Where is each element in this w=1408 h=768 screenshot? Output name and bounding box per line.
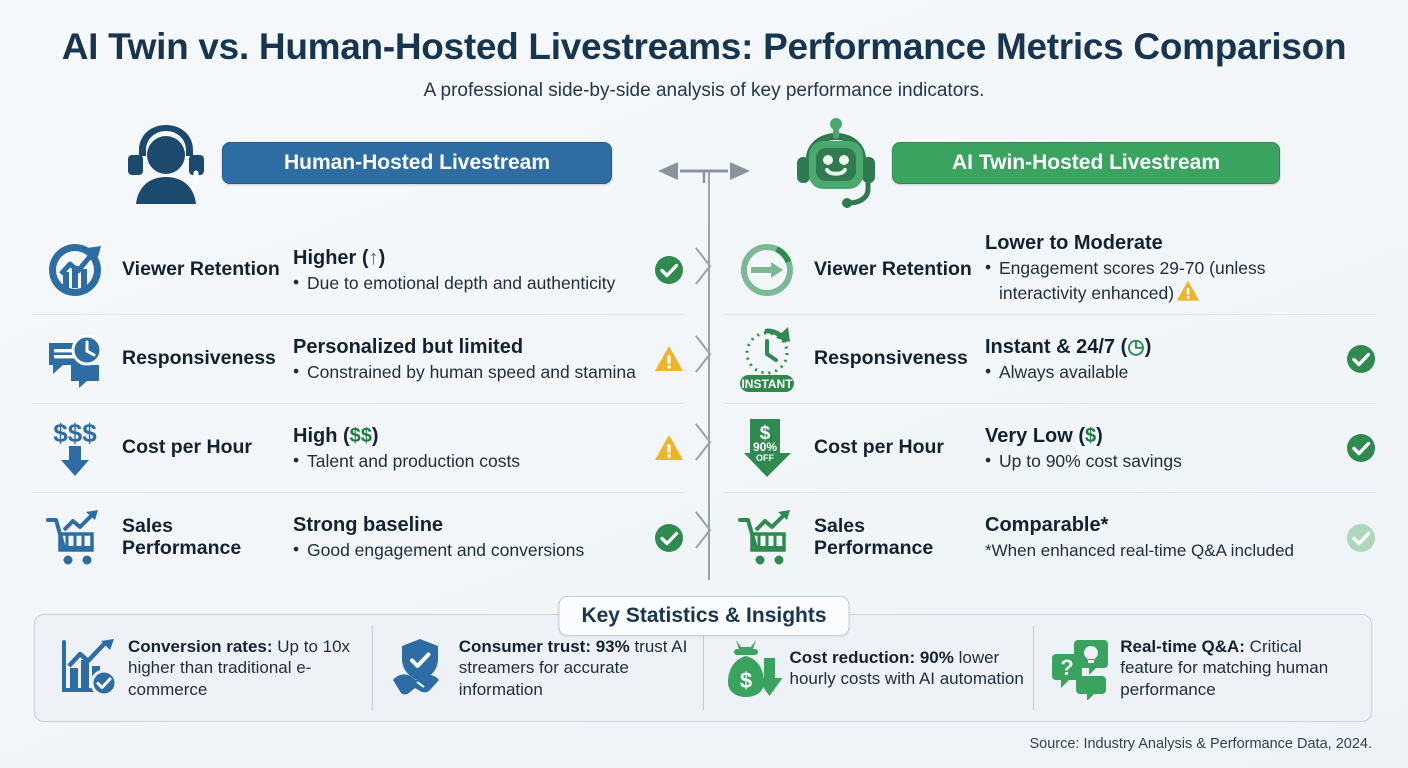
table-row: INSTANT Responsiveness Instant & 24/7 (◷… — [724, 315, 1376, 404]
status-badge-warning — [654, 433, 684, 463]
up-arrow-glyph: ↑ — [368, 246, 379, 269]
human-metrics-panel: Viewer Retention Higher (↑) Due to emoti… — [32, 226, 684, 582]
metric-label: Sales Performance — [122, 514, 242, 559]
money-glyph: $ — [1085, 424, 1097, 447]
clock-glyph: ◷ — [1127, 335, 1145, 358]
svg-text:OFF: OFF — [756, 453, 774, 463]
money-bag-down-icon: $ — [712, 632, 790, 704]
discount-dollar-arrow-icon: $ 90% OFF — [724, 412, 810, 484]
metric-bullet: Up to 90% cost savings — [985, 450, 1318, 472]
table-row: Sales Performance Comparable* *When enha… — [724, 493, 1376, 582]
table-row: Viewer Retention Lower to Moderate Engag… — [724, 226, 1376, 315]
stat-bold: Conversion rates: — [128, 637, 273, 657]
metric-bullet: Due to emotional depth and authenticity — [293, 272, 644, 294]
robot-headset-icon — [780, 118, 892, 208]
table-row: $$$ Cost per Hour High ($$) Talent and p… — [32, 404, 684, 493]
svg-text:$: $ — [739, 668, 751, 693]
shopping-cart-growth-icon — [32, 502, 118, 574]
headset-person-icon — [110, 125, 222, 204]
svg-text:90%: 90% — [753, 440, 777, 454]
dollar-down-arrow-icon: $$$ — [32, 412, 118, 484]
list-item: Consumer trust: 93% trust AI streamers f… — [371, 626, 703, 710]
metric-label: Responsiveness — [122, 347, 276, 370]
page-subtitle: A professional side-by-side analysis of … — [423, 80, 985, 101]
status-badge-warning — [654, 344, 684, 374]
instant-clock-icon: INSTANT — [724, 323, 810, 395]
metric-headline: Instant & 24/7 (◷) — [985, 335, 1152, 358]
stat-bold: Real-time Q&A: — [1120, 637, 1245, 657]
ring-arrow-icon — [724, 234, 810, 306]
metric-bullet: Good engagement and conversions — [293, 539, 644, 561]
source-note: Source: Industry Analysis & Performance … — [1029, 736, 1372, 752]
stat-text: Cost reduction: 90% lower hourly costs w… — [790, 647, 1026, 689]
svg-text:$: $ — [760, 423, 771, 444]
table-row: $ 90% OFF Cost per Hour Very Low ($) Up … — [724, 404, 1376, 493]
metric-bullet: Talent and production costs — [293, 450, 644, 472]
status-badge-check — [1346, 433, 1376, 463]
bar-chart-check-icon — [50, 632, 128, 704]
stat-rest: Up to 10x higher than traditional e-comm… — [128, 637, 351, 699]
stat-bold: Cost reduction: 90% — [789, 647, 954, 667]
badge-ai-hosted[interactable]: AI Twin-Hosted Livestream — [892, 142, 1280, 184]
list-item: Conversion rates: Up to 10x higher than … — [42, 626, 372, 710]
row-chevrons — [695, 247, 712, 549]
metric-headline: Strong baseline — [293, 514, 444, 536]
list-item: ? Real-time Q&A: Critical feature for ma… — [1033, 626, 1364, 710]
metric-headline: Lower to Moderate — [985, 232, 1163, 254]
key-statistics-title: Key Statistics & Insights — [558, 596, 850, 636]
stat-rest: Critical feature for matching human perf… — [1120, 637, 1329, 699]
status-badge-check — [654, 523, 684, 553]
column-header-human: Human-Hosted Livestream — [110, 125, 612, 204]
svg-text:$$$: $$$ — [53, 418, 97, 448]
metric-label: Sales Performance — [814, 514, 934, 559]
metric-headline: Personalized but limited — [293, 335, 524, 358]
ai-metrics-panel: Viewer Retention Lower to Moderate Engag… — [724, 226, 1376, 582]
metric-label: Viewer Retention — [814, 258, 972, 281]
key-statistics-items: Conversion rates: Up to 10x higher than … — [34, 614, 1372, 722]
svg-text:?: ? — [1061, 655, 1074, 680]
stat-rest: trust AI streamers for accurate informat… — [458, 637, 688, 699]
stat-rest: lower hourly costs with AI automation — [789, 647, 1024, 688]
metric-label: Cost per Hour — [814, 436, 945, 459]
badge-human-hosted[interactable]: Human-Hosted Livestream — [222, 142, 612, 184]
metric-headline: Comparable* — [985, 513, 1109, 536]
qa-chat-bulb-icon: ? — [1042, 632, 1120, 704]
stat-text: Consumer trust: 93% trust AI streamers f… — [459, 636, 695, 699]
shopping-cart-growth-icon — [724, 502, 810, 574]
status-badge-check — [1346, 344, 1376, 374]
metric-headline: Higher (↑) — [293, 246, 386, 269]
instant-badge-label: INSTANT — [741, 377, 793, 391]
metric-label: Cost per Hour — [122, 436, 253, 459]
center-divider — [703, 172, 715, 580]
shield-handshake-icon — [381, 632, 459, 704]
chat-clock-icon — [32, 323, 118, 395]
growth-chart-circle-icon — [32, 234, 118, 306]
table-row: Responsiveness Personalized but limited … — [32, 315, 684, 404]
list-item: $ Cost reduction: 90% lower hourly costs… — [702, 626, 1034, 710]
page-title: AI Twin vs. Human-Hosted Livestreams: Pe… — [61, 26, 1347, 67]
stat-text: Conversion rates: Up to 10x higher than … — [128, 636, 364, 699]
table-row: Viewer Retention Higher (↑) Due to emoti… — [32, 226, 684, 315]
metric-note: *When enhanced real-time Q&A included — [985, 540, 1295, 560]
metric-headline: High ($$) — [293, 424, 379, 447]
metric-headline: Very Low ($) — [985, 424, 1103, 447]
stat-bold: Consumer trust: 93% — [458, 637, 630, 657]
money-glyph: $$ — [349, 424, 372, 447]
stat-text: Real-time Q&A: Critical feature for matc… — [1120, 636, 1356, 699]
column-header-ai: AI Twin-Hosted Livestream — [780, 118, 1280, 208]
metric-bullet: Always available — [985, 361, 1318, 383]
metric-bullet: Engagement scores 29-70 (unless interact… — [985, 257, 1318, 308]
metric-label: Viewer Retention — [122, 258, 280, 281]
status-badge-check — [654, 255, 684, 285]
compare-double-arrow-icon — [650, 158, 758, 184]
status-badge-check-faded — [1346, 523, 1376, 553]
status-badge-warning — [1176, 279, 1200, 308]
table-row: Sales Performance Strong baseline Good e… — [32, 493, 684, 582]
metric-label: Responsiveness — [814, 347, 968, 370]
metric-bullet: Constrained by human speed and stamina — [293, 361, 644, 383]
